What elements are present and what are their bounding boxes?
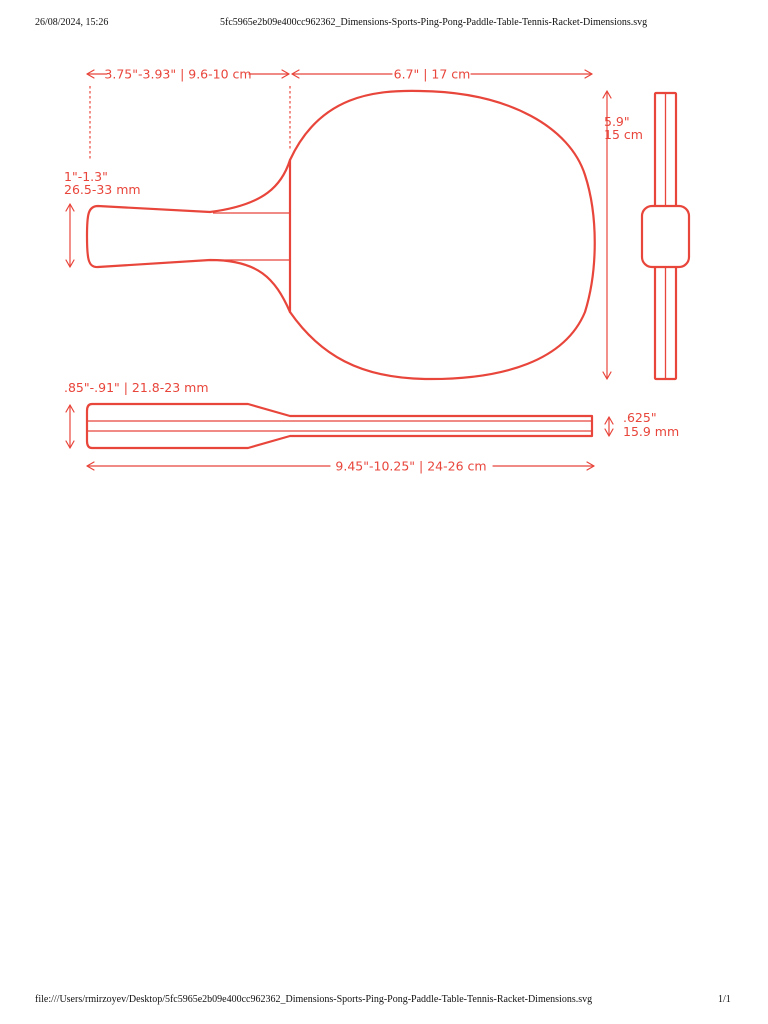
handle-outline bbox=[85, 158, 292, 314]
dim-blade-thickness-inch-label: .625" bbox=[623, 410, 657, 425]
dim-blade-height-cm-label: 15 cm bbox=[604, 127, 643, 142]
top-view-outline bbox=[85, 402, 594, 450]
print-header-datetime: 26/08/2024, 15:26 bbox=[35, 17, 109, 28]
dim-blade-height-inch-label: 5.9" bbox=[604, 114, 630, 129]
dim-handle-width-inch-label: 1"-1.3" bbox=[64, 169, 108, 184]
dim-total-length-label: 9.45"-10.25" | 24-26 cm bbox=[335, 459, 486, 474]
dim-handle-length-label: 3.75"-3.93" | 9.6-10 cm bbox=[104, 67, 251, 82]
print-footer-page-number: 1/1 bbox=[718, 994, 731, 1005]
dim-blade-thickness-mm-label: 15.9 mm bbox=[623, 424, 679, 439]
print-header-title: 5fc5965e2b09e400cc962362_Dimensions-Spor… bbox=[220, 17, 648, 28]
print-footer-path: file:///Users/rmirzoyev/Desktop/5fc5965e… bbox=[35, 994, 593, 1005]
side-view-handle bbox=[640, 204, 691, 269]
blade-outline bbox=[288, 89, 596, 381]
dim-handle-width-mm-label: 26.5-33 mm bbox=[64, 182, 141, 197]
dim-blade-width-label: 6.7" | 17 cm bbox=[394, 67, 471, 82]
dim-handle-thickness-label: .85"-.91" | 21.8-23 mm bbox=[64, 380, 209, 395]
